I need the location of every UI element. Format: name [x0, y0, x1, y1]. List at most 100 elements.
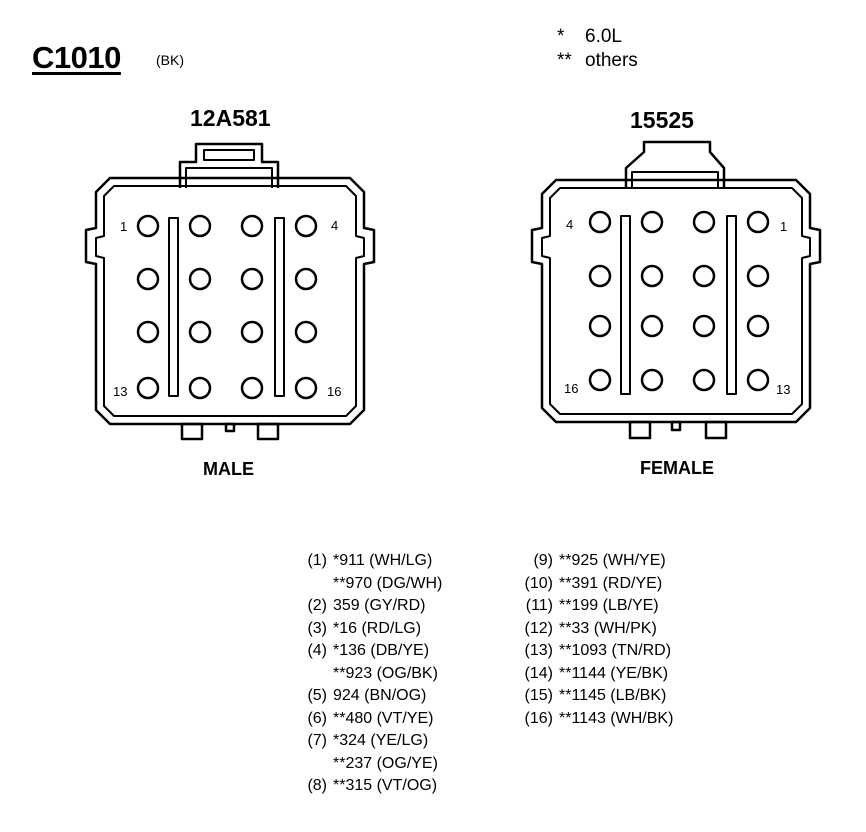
female-pin	[588, 264, 612, 288]
circuit-value: **970 (DG/WH)	[333, 574, 443, 592]
female-pin	[588, 314, 612, 338]
female-pin	[640, 210, 664, 234]
pin-number: (4)	[307, 642, 327, 659]
wire-row: (1) *911 (WH/LG)	[296, 550, 442, 573]
pin-number: (11)	[525, 597, 553, 614]
female-part-number: 15525	[630, 107, 694, 133]
pin-number: (14)	[524, 664, 553, 682]
wire-row: (4) *136 (DB/YE)	[296, 640, 442, 663]
circuit-value: **315 (VT/OG)	[333, 777, 438, 794]
female-pin-label-4: 4	[566, 217, 573, 232]
male-pin	[294, 214, 318, 238]
wire-row: **237 (OG/YE)	[296, 753, 442, 776]
wire-list-right: (9) **925 (WH/YE) (10)**391 (RD/YE)(11) **1…	[520, 550, 674, 731]
male-connector-housing	[84, 142, 376, 441]
wire-row: **970 (DG/WH)	[296, 573, 442, 596]
wire-row: (10)**391 (RD/YE)	[520, 573, 673, 596]
male-pin	[240, 376, 264, 400]
pin-number	[296, 753, 327, 776]
female-pin	[588, 210, 612, 234]
male-part-number: 12A581	[190, 105, 271, 131]
wire-row: (16)**1143 (WH/BK)	[520, 708, 674, 731]
male-label: MALE	[203, 459, 254, 479]
pin-number: (12)	[524, 619, 553, 637]
pin-number: (2)	[307, 597, 327, 614]
male-pin	[240, 320, 264, 344]
wire-row: (9) **925 (WH/YE)	[520, 550, 673, 573]
pin-number: (7)	[307, 732, 327, 749]
wire-row: (6)**480 (VT/YE)	[296, 708, 442, 731]
circuit-value: **925 (WH/YE)	[559, 552, 666, 569]
pin-number	[296, 573, 327, 596]
male-pin-label-4: 4	[331, 218, 338, 233]
circuit-value: **237 (OG/YE)	[333, 754, 438, 772]
circuit-value: **1145 (LB/BK)	[559, 687, 667, 704]
female-pin	[692, 314, 716, 338]
wire-row: **923 (OG/BK)	[296, 663, 442, 686]
pin-number: (6)	[307, 709, 327, 727]
circuit-value: **1143 (WH/BK)	[559, 709, 674, 727]
male-pin	[136, 214, 160, 238]
wire-row: (11) **199 (LB/YE)	[520, 595, 673, 618]
wire-row: (13) **1093 (TN/RD)	[520, 640, 673, 663]
male-pin	[294, 376, 318, 400]
pin-number: (13)	[524, 642, 553, 659]
pin-number: (9)	[533, 552, 553, 569]
female-pin	[692, 210, 716, 234]
male-pin-grid	[136, 214, 318, 400]
legend-text: others	[585, 50, 638, 71]
female-pin-label-1: 1	[780, 219, 787, 234]
male-pin	[136, 376, 160, 400]
male-pin	[294, 267, 318, 291]
circuit-value: *16 (RD/LG)	[333, 619, 422, 637]
circuit-value: **923 (OG/BK)	[333, 664, 438, 682]
male-pin-label-16: 16	[327, 384, 341, 399]
circuit-value: *911 (WH/LG)	[333, 552, 433, 569]
pin-number	[296, 663, 327, 686]
wire-row: (7)*324 (YE/LG)	[296, 730, 442, 753]
female-pin	[588, 368, 612, 392]
connector-color: (BK)	[156, 52, 184, 68]
wire-list-left: (1)*911 (WH/LG)**970 (DG/WH)(2)359 (GY/R…	[296, 550, 442, 798]
circuit-value: **1144 (YE/BK)	[559, 664, 669, 682]
circuit-value: **33 (WH/PK)	[559, 619, 657, 637]
wire-row: (8)**315 (VT/OG)	[296, 775, 442, 798]
female-pin	[640, 314, 664, 338]
male-pin	[240, 214, 264, 238]
female-connector-housing	[530, 140, 822, 440]
male-pin	[240, 267, 264, 291]
legend-item-6-0l: * 6.0L	[557, 26, 622, 48]
legend-item-others: ** others	[557, 50, 638, 72]
pin-number: (1)	[307, 552, 327, 569]
pin-number: (5)	[307, 687, 327, 704]
legend-text: 6.0L	[585, 26, 622, 47]
male-pin	[188, 376, 212, 400]
female-pin	[640, 368, 664, 392]
male-pin	[294, 320, 318, 344]
male-pin	[136, 320, 160, 344]
female-pin	[692, 368, 716, 392]
female-pin-label-13: 13	[776, 382, 790, 397]
circuit-value: **1093 (TN/RD)	[559, 642, 672, 659]
female-pin	[746, 264, 770, 288]
connector-diagrams: 1 4 13 16 4 1 16 13	[84, 140, 822, 441]
wire-row: (15)**1145 (LB/BK)	[520, 685, 673, 708]
connector-id: C1010	[32, 40, 121, 75]
male-pin-label-1: 1	[120, 219, 127, 234]
circuit-value: **199 (LB/YE)	[559, 597, 659, 614]
pin-number: (10)	[524, 574, 553, 592]
female-pin	[746, 368, 770, 392]
male-pin	[188, 214, 212, 238]
legend-mark: *	[557, 26, 565, 47]
female-pin	[640, 264, 664, 288]
male-pin	[188, 267, 212, 291]
legend-mark: **	[557, 50, 572, 71]
female-pin-grid	[588, 210, 770, 392]
female-pin-label-16: 16	[564, 381, 578, 396]
wire-row: (14) **1144 (YE/BK)	[520, 663, 673, 686]
wire-row: (12) **33 (WH/PK)	[520, 618, 673, 641]
pin-number: (3)	[307, 619, 327, 637]
female-pin	[746, 210, 770, 234]
wire-row: (3) *16 (RD/LG)	[296, 618, 442, 641]
circuit-value: *136 (DB/YE)	[333, 642, 430, 659]
